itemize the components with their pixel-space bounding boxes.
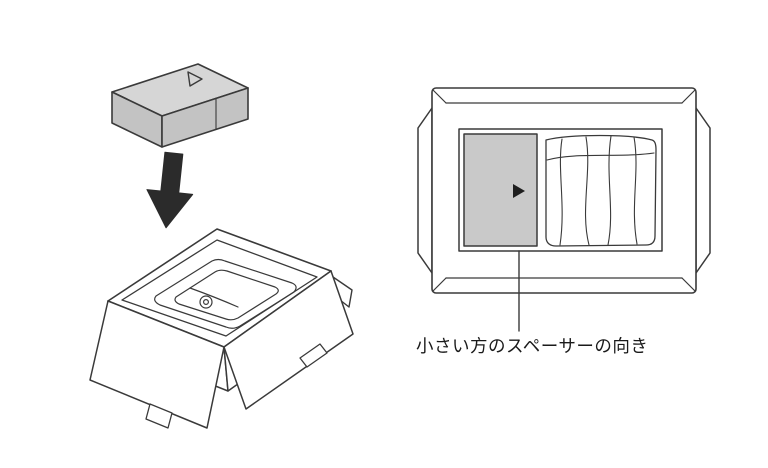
foam-insert	[154, 258, 297, 329]
device-outline	[174, 269, 279, 321]
box-inner-rim	[121, 239, 318, 337]
wrapped-item-outline	[545, 134, 657, 247]
insert-spacer-illustration	[89, 63, 354, 429]
packing-box	[89, 228, 354, 429]
topview-spacer	[463, 133, 538, 247]
spacer-block	[111, 63, 249, 148]
spacer-right-face	[161, 87, 249, 148]
down-arrow-icon	[146, 151, 194, 229]
device-contour-line	[189, 287, 239, 308]
device-knob-center	[203, 299, 210, 306]
spacer-top-marker-icon	[187, 71, 203, 87]
box-left-flap-tab	[145, 403, 173, 429]
wrapped-item	[545, 134, 657, 247]
topview-right-side-flap	[695, 107, 711, 274]
foam-cavity-outline	[154, 258, 297, 329]
box-left-flap	[89, 300, 225, 429]
spacer-orientation-caption: 小さい方のスペーサーの向き	[416, 336, 649, 356]
box-right-flap-tab	[299, 343, 328, 368]
device-knob	[199, 295, 213, 309]
topview-left-side-flap	[417, 107, 433, 274]
top-view-illustration	[417, 87, 711, 332]
box-right-flap	[223, 270, 354, 410]
topview-flap-seams	[432, 89, 696, 292]
wrapped-item-wrinkles	[546, 135, 655, 246]
spacer-direction-triangle-icon	[513, 184, 525, 198]
